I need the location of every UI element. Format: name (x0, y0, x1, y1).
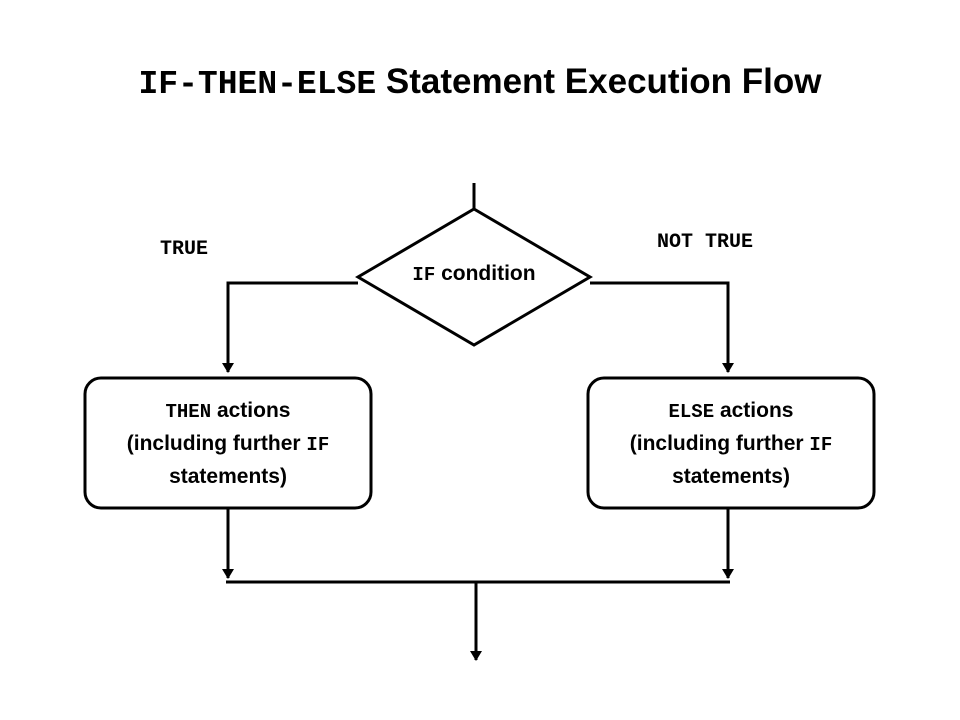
then-line1-rest: actions (216, 399, 291, 422)
then-line2-keyword: IF (306, 434, 330, 456)
false-branch-label: NOT TRUE (657, 231, 754, 254)
decision-label: IF condition (360, 262, 588, 286)
false-branch-connector (590, 281, 734, 373)
title-text: Statement Execution Flow (385, 62, 822, 101)
else-line1-rest: actions (719, 399, 794, 422)
then-box-label: THEN actions (including further IF state… (85, 395, 371, 493)
page-title: IF-THEN-ELSE Statement Execution Flow (0, 62, 960, 103)
title-keyword: IF-THEN-ELSE (138, 66, 377, 103)
decision-keyword: IF (412, 264, 436, 286)
then-line2-prefix: (including further (126, 432, 301, 455)
true-branch-connector (222, 281, 358, 373)
else-box-label: ELSE actions (including further IF state… (588, 395, 874, 493)
else-line3: statements) (672, 465, 790, 488)
else-box (586, 376, 876, 510)
else-keyword: ELSE (668, 401, 715, 423)
decision-text: condition (441, 262, 536, 285)
true-branch-label: TRUE (160, 238, 209, 261)
then-line3: statements) (169, 465, 287, 488)
else-line2-prefix: (including further (629, 432, 804, 455)
then-keyword: THEN (165, 401, 212, 423)
else-line2-keyword: IF (809, 434, 833, 456)
decision-diamond (355, 207, 593, 347)
